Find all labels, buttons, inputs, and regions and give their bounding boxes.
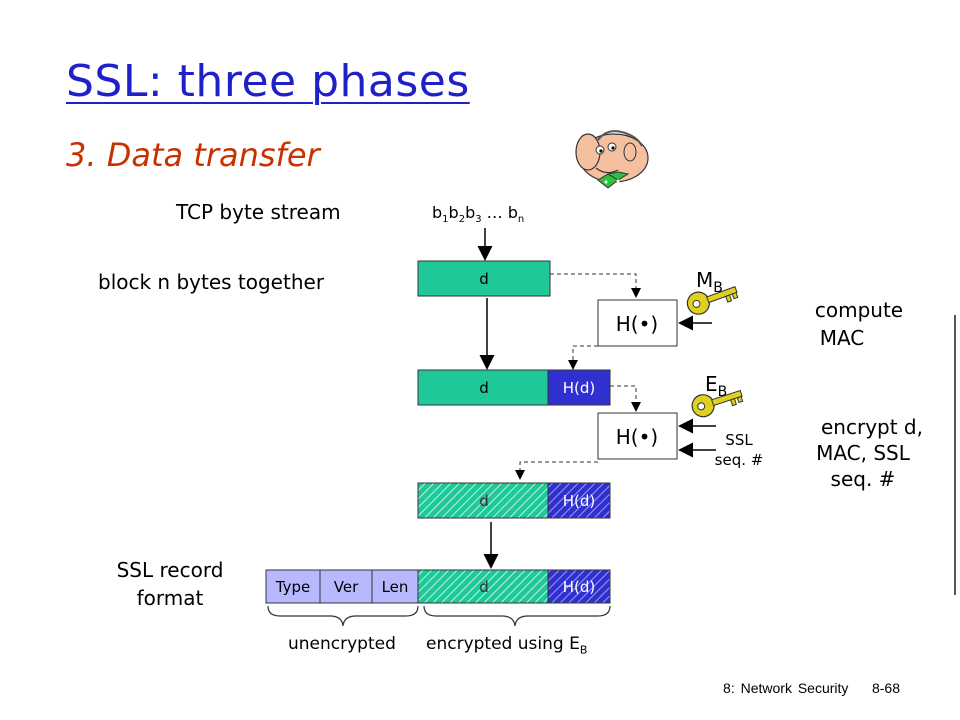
unencrypted-label: unencrypted: [288, 634, 396, 654]
record-data-label: d: [479, 578, 489, 596]
bob-character-icon: [576, 131, 648, 188]
length-field-label: Len: [382, 578, 409, 596]
enc-key-label: EB: [705, 372, 727, 400]
encrypted-using-label: encrypted using EB: [426, 634, 587, 656]
data-block-2-label: d: [479, 379, 489, 397]
mac-input-dashed-arrow: [550, 274, 636, 296]
ssl-seq-label: SSL seq. #: [704, 430, 774, 470]
encrypt-hash-label: H(•): [616, 425, 658, 449]
version-field-label: Ver: [334, 578, 359, 596]
record-mac-label: H(d): [563, 578, 596, 596]
slide-footer: 8: Network Security 8-68: [723, 680, 900, 696]
encrypted-data-label: d: [479, 492, 489, 510]
mac-key-label: MB: [696, 268, 723, 296]
mac-block-label: H(d): [563, 379, 596, 397]
encrypted-mac-label: H(d): [563, 492, 596, 510]
encrypt-input-dashed-arrow: [610, 386, 636, 410]
unencrypted-brace: [268, 606, 418, 626]
encrypt-output-dashed-arrow: [520, 462, 598, 478]
mac-output-dashed-arrow: [573, 346, 598, 368]
data-block-label: d: [479, 270, 489, 288]
mac-hash-label: H(•): [616, 312, 658, 336]
type-field-label: Type: [275, 578, 310, 596]
slide-edge-line: [954, 315, 956, 595]
encrypted-brace: [424, 606, 610, 626]
